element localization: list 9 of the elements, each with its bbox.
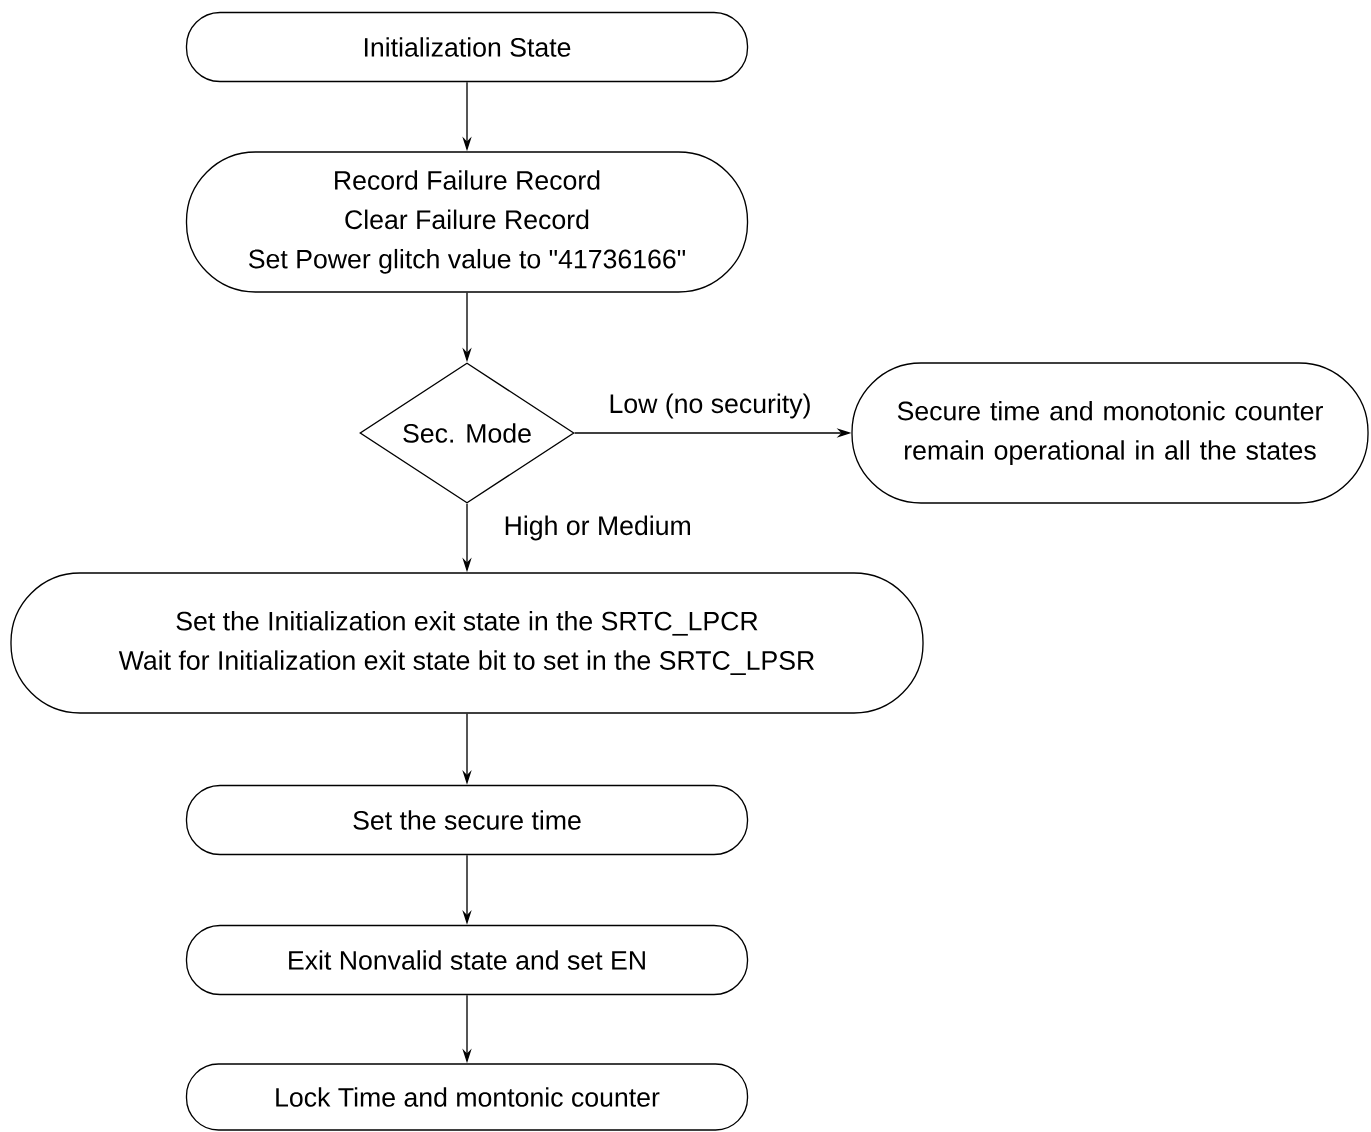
process-box: Secure time and monotonic counter remain operational in all the states xyxy=(851,362,1369,504)
process-box: Exit Nonvalid state and set EN xyxy=(185,924,749,996)
process-box: Record Failure Record Clear Failure Record Set Power glitch value to "41736166" xyxy=(185,151,749,293)
process-box: Set the Initialization exit state in the SRTC_LPCR Wait for Initialization exit state bit to set in the SRTC_LPSR xyxy=(10,572,924,714)
edge-label: High or Medium xyxy=(502,514,694,542)
process-box: Lock Time and montonic counter xyxy=(185,1063,749,1131)
process-box: Initialization State xyxy=(185,11,749,83)
process-box: Set the secure time xyxy=(185,784,749,856)
edge-label: Low (no security) xyxy=(607,392,813,420)
